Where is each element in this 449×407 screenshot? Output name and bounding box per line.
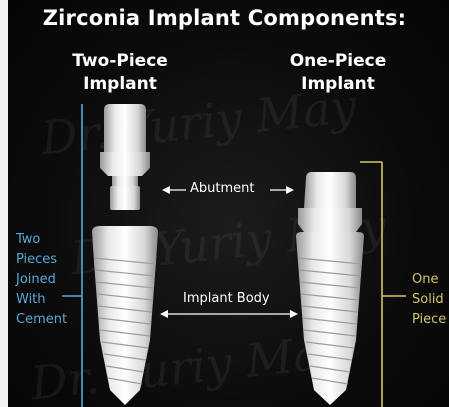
note-line: Cement <box>16 310 67 330</box>
implant-body-arrow <box>160 310 298 318</box>
two-piece-implant-body <box>92 226 158 405</box>
implant-body-label: Implant Body <box>183 291 270 306</box>
note-line: Pieces <box>16 250 67 270</box>
note-line: Two <box>16 230 67 250</box>
one-piece-note: One Solid Piece <box>412 270 446 330</box>
two-piece-note: Two Pieces Joined With Cement <box>16 230 67 330</box>
two-piece-abutment <box>100 104 150 210</box>
one-piece-bracket <box>360 162 406 407</box>
note-line: With <box>16 290 67 310</box>
abutment-label: Abutment <box>190 181 254 196</box>
note-line: Solid <box>412 290 446 310</box>
note-line: Joined <box>16 270 67 290</box>
note-line: One <box>412 270 446 290</box>
note-line: Piece <box>412 310 446 330</box>
one-piece-implant <box>296 172 364 405</box>
